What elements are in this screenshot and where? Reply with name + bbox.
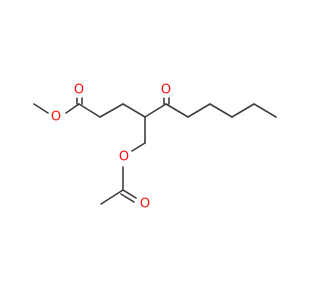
bond-acetate-double-1: [122, 189, 137, 199]
molecule-drawing: O O O O O: [33, 82, 277, 212]
bond-acetate-double-2: [120, 193, 135, 203]
bond-c6-c7: [187, 103, 211, 118]
atom-ester-o-double: O: [71, 82, 87, 98]
bond-c8-c9: [231, 103, 255, 118]
atom-label-acetate-o-double: O: [140, 197, 150, 212]
bond-c3-c4: [122, 103, 146, 118]
structure-diagram: O O O O O: [33, 82, 277, 212]
bond-c7-c8: [209, 103, 233, 118]
atom-label-ester-o-double: O: [74, 83, 84, 98]
bonds: [33, 91, 277, 205]
bond-c5-c6: [165, 103, 189, 118]
bond-c2-c3: [99, 103, 124, 118]
atom-labels: O O O O O: [48, 82, 174, 212]
atom-label-ketone-o: O: [161, 83, 171, 98]
atom-acetate-o-single: O: [116, 149, 132, 165]
bond-acetate-methyl: [100, 189, 124, 205]
bond-c9-c10: [253, 103, 277, 118]
bond-ester-o-carbonyl: [65, 103, 80, 114]
atom-acetate-o-double: O: [137, 196, 153, 212]
bond-c1-c2: [78, 103, 101, 118]
bond-methyl-ester-o: [33, 103, 49, 114]
atom-label-ester-o-single: O: [51, 110, 61, 125]
bond-c4-c5: [144, 103, 167, 118]
bond-ch2-acetate-o: [131, 142, 146, 152]
atom-ester-o-single: O: [48, 109, 64, 125]
atom-ketone-o: O: [158, 82, 174, 98]
atom-label-acetate-o-single: O: [119, 150, 129, 165]
